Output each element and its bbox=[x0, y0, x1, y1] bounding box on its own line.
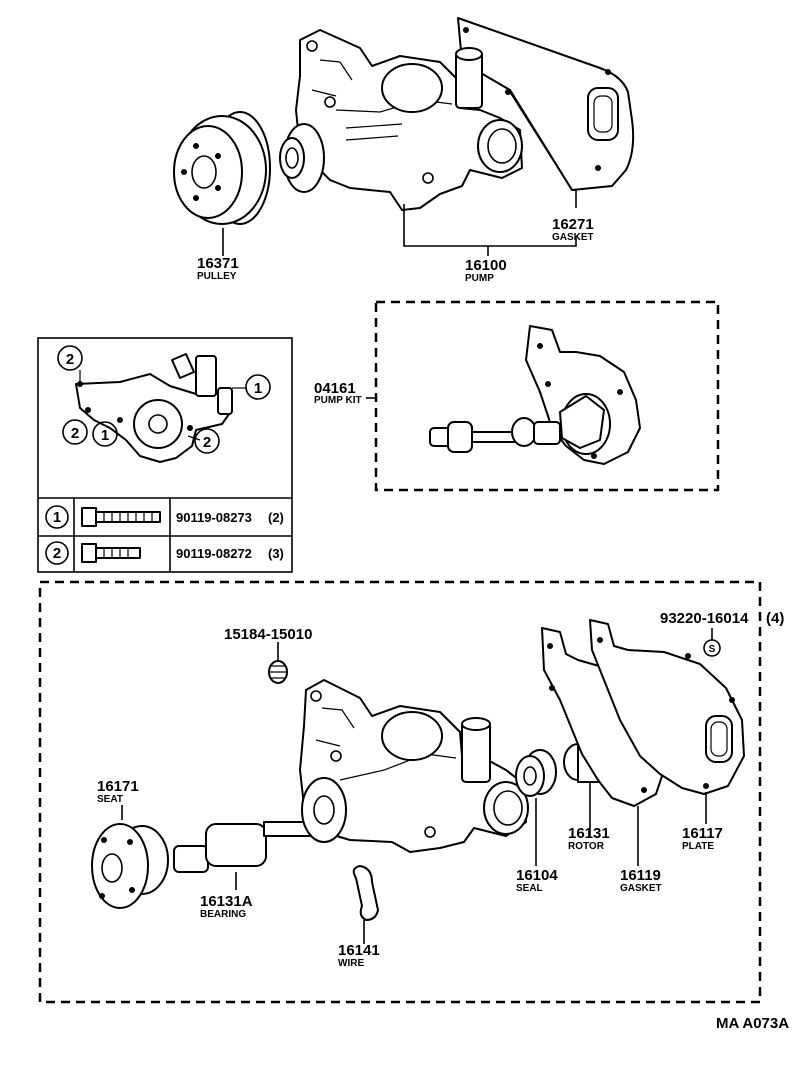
callout-2-bottom-left: 2 bbox=[71, 425, 79, 442]
plate-drawing bbox=[589, 619, 745, 824]
seal-drawing bbox=[515, 749, 557, 866]
bolt-table-row: 1 90119-08273 (2) bbox=[45, 505, 284, 529]
seat-part-name: SEAT bbox=[97, 794, 123, 805]
bolt-locator-inset bbox=[37, 337, 293, 573]
seat-drawing bbox=[91, 805, 169, 909]
stud-symbol-letter: S bbox=[709, 644, 716, 655]
callout-circle bbox=[194, 428, 220, 454]
plate-gasket-part-name: GASKET bbox=[620, 883, 662, 894]
callout-circle bbox=[92, 421, 118, 447]
top-assembly bbox=[173, 17, 635, 256]
stud-part-number: 93220-16014 bbox=[660, 610, 749, 627]
seal-part-name: SEAL bbox=[516, 883, 543, 894]
bolt-qty: (3) bbox=[268, 546, 284, 561]
callout-2-top-left: 2 bbox=[66, 351, 74, 368]
plate-gasket-part-number: 16119 bbox=[620, 867, 661, 884]
pump-part-name: PUMP bbox=[465, 273, 494, 284]
callout-2-bottom-right: 2 bbox=[203, 434, 211, 451]
pulley-part-number: 16371 bbox=[197, 255, 239, 272]
seat-part-number: 16171 bbox=[97, 778, 139, 795]
callout-circle bbox=[57, 345, 83, 371]
stud-qty: (4) bbox=[766, 610, 784, 627]
plate-part-name: PLATE bbox=[682, 841, 714, 852]
bolt-ref: 1 bbox=[53, 509, 61, 526]
top-gasket-part-number: 16271 bbox=[552, 216, 594, 233]
bearing-part-name: BEARING bbox=[200, 909, 246, 920]
callout-1-bottom: 1 bbox=[101, 427, 109, 444]
wire-drawing bbox=[352, 865, 379, 944]
callout-circle bbox=[62, 419, 88, 445]
pump-part-number: 16100 bbox=[465, 257, 507, 274]
pulley-part-name: PULLEY bbox=[197, 271, 237, 282]
exploded-view-box bbox=[38, 580, 762, 1004]
plate-part-number: 16117 bbox=[682, 825, 723, 842]
callout-1-right: 1 bbox=[254, 380, 262, 397]
exploded-pump-drawing bbox=[299, 679, 529, 853]
seal-part-number: 16104 bbox=[516, 867, 558, 884]
bolt-ref: 2 bbox=[53, 545, 61, 562]
grommet-part-number: 15184-15010 bbox=[224, 626, 312, 643]
bolt-part-number: 90119-08272 bbox=[176, 546, 252, 561]
top-gasket-drawing bbox=[457, 17, 635, 191]
pump-kit-part-name: PUMP KIT bbox=[314, 395, 362, 406]
rotor-part-name: ROTOR bbox=[568, 841, 605, 852]
bearing-part-number: 16131A bbox=[200, 893, 253, 910]
top-gasket-part-name: GASKET bbox=[552, 232, 594, 243]
bolt-table-row: 2 90119-08272 (3) bbox=[45, 541, 284, 565]
wire-part-name: WIRE bbox=[338, 958, 364, 969]
bolt-short-icon bbox=[81, 543, 141, 563]
rotor-part-number: 16131 bbox=[568, 825, 610, 842]
bearing-drawing bbox=[173, 821, 323, 890]
diagram-code: MA A073A bbox=[716, 1015, 789, 1032]
stud-symbol-circle bbox=[703, 639, 721, 657]
pump-kit-box bbox=[366, 300, 720, 492]
top-pulley-drawing bbox=[173, 111, 271, 225]
callout-circle bbox=[245, 374, 271, 400]
bolt-part-number: 90119-08273 bbox=[176, 510, 252, 525]
grommet-drawing bbox=[268, 642, 288, 684]
pump-kit-part-number: 04161 bbox=[314, 380, 356, 397]
top-pump-drawing bbox=[279, 29, 523, 211]
wire-part-number: 16141 bbox=[338, 942, 380, 959]
bolt-qty: (2) bbox=[268, 510, 284, 525]
bolt-long-icon bbox=[81, 507, 161, 527]
